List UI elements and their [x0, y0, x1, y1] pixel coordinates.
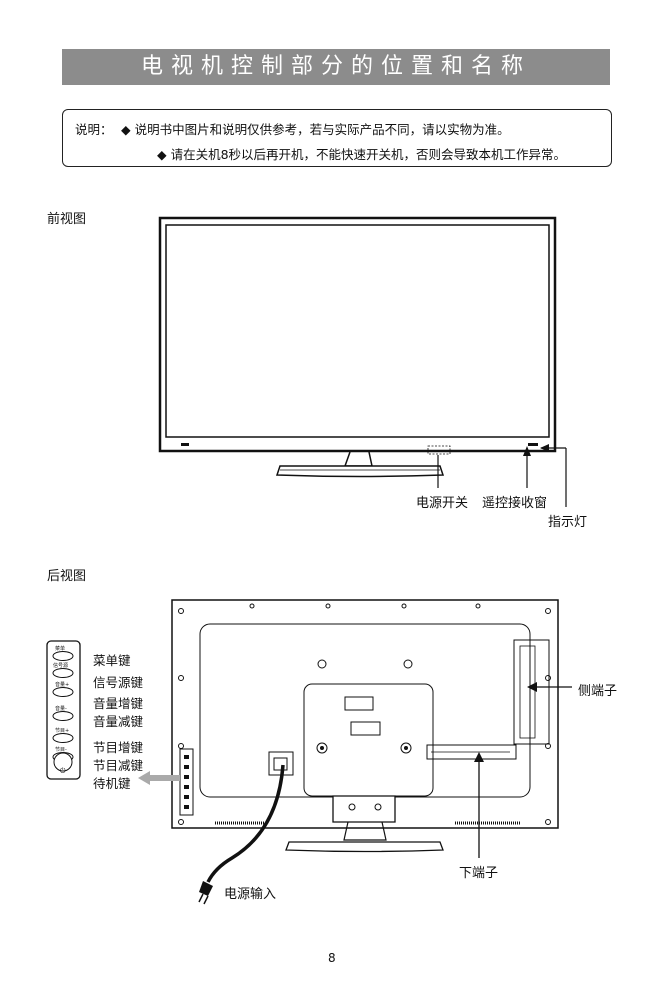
power-input-label: 电源输入	[224, 887, 277, 902]
power-switch-label: 电源开关	[416, 496, 469, 511]
notice-line-1: ◆ 说明书中图片和说明仅供参考，若与实际产品不同，请以实物为准。	[121, 122, 510, 137]
page-title: 电视机控制部分的位置和名称	[62, 49, 610, 85]
page-number: 8	[328, 951, 336, 965]
notice-box: 说明： ◆ 说明书中图片和说明仅供参考，若与实际产品不同，请以实物为准。 ◆ 请…	[62, 109, 612, 167]
remote-receiver-label: 遥控接收窗	[482, 496, 548, 511]
key-standby-label: 待机键	[93, 776, 131, 791]
bottom-port-label: 下端子	[459, 866, 499, 881]
key-ch-down-label: 节目减键	[93, 758, 144, 773]
button-mark-ch-up: 节目+	[55, 728, 70, 734]
key-source-label: 信号源键	[93, 675, 144, 690]
side-port-label: 侧端子	[578, 684, 618, 699]
notice-label: 说明：	[75, 122, 113, 137]
key-menu-label: 菜单键	[93, 653, 131, 668]
key-vol-down-label: 音量减键	[93, 714, 144, 729]
rear-view-heading: 后视图	[47, 569, 87, 584]
button-mark-menu: 菜单	[55, 646, 66, 652]
button-mark-vol-down: 音量-	[55, 706, 67, 712]
button-mark-source: 信号源	[53, 663, 69, 669]
indicator-label: 指示灯	[548, 515, 588, 530]
standby-icon: ⏻	[60, 767, 66, 775]
key-vol-up-label: 音量增键	[93, 696, 144, 711]
button-mark-ch-down: 节目-	[55, 747, 67, 753]
button-mark-vol-up: 音量+	[55, 682, 70, 688]
key-ch-up-label: 节目增键	[93, 740, 144, 755]
notice-line-2: ◆ 请在关机8秒以后再开机，不能快速开关机，否则会导致本机工作异常。	[157, 147, 567, 162]
front-view-heading: 前视图	[47, 212, 87, 227]
